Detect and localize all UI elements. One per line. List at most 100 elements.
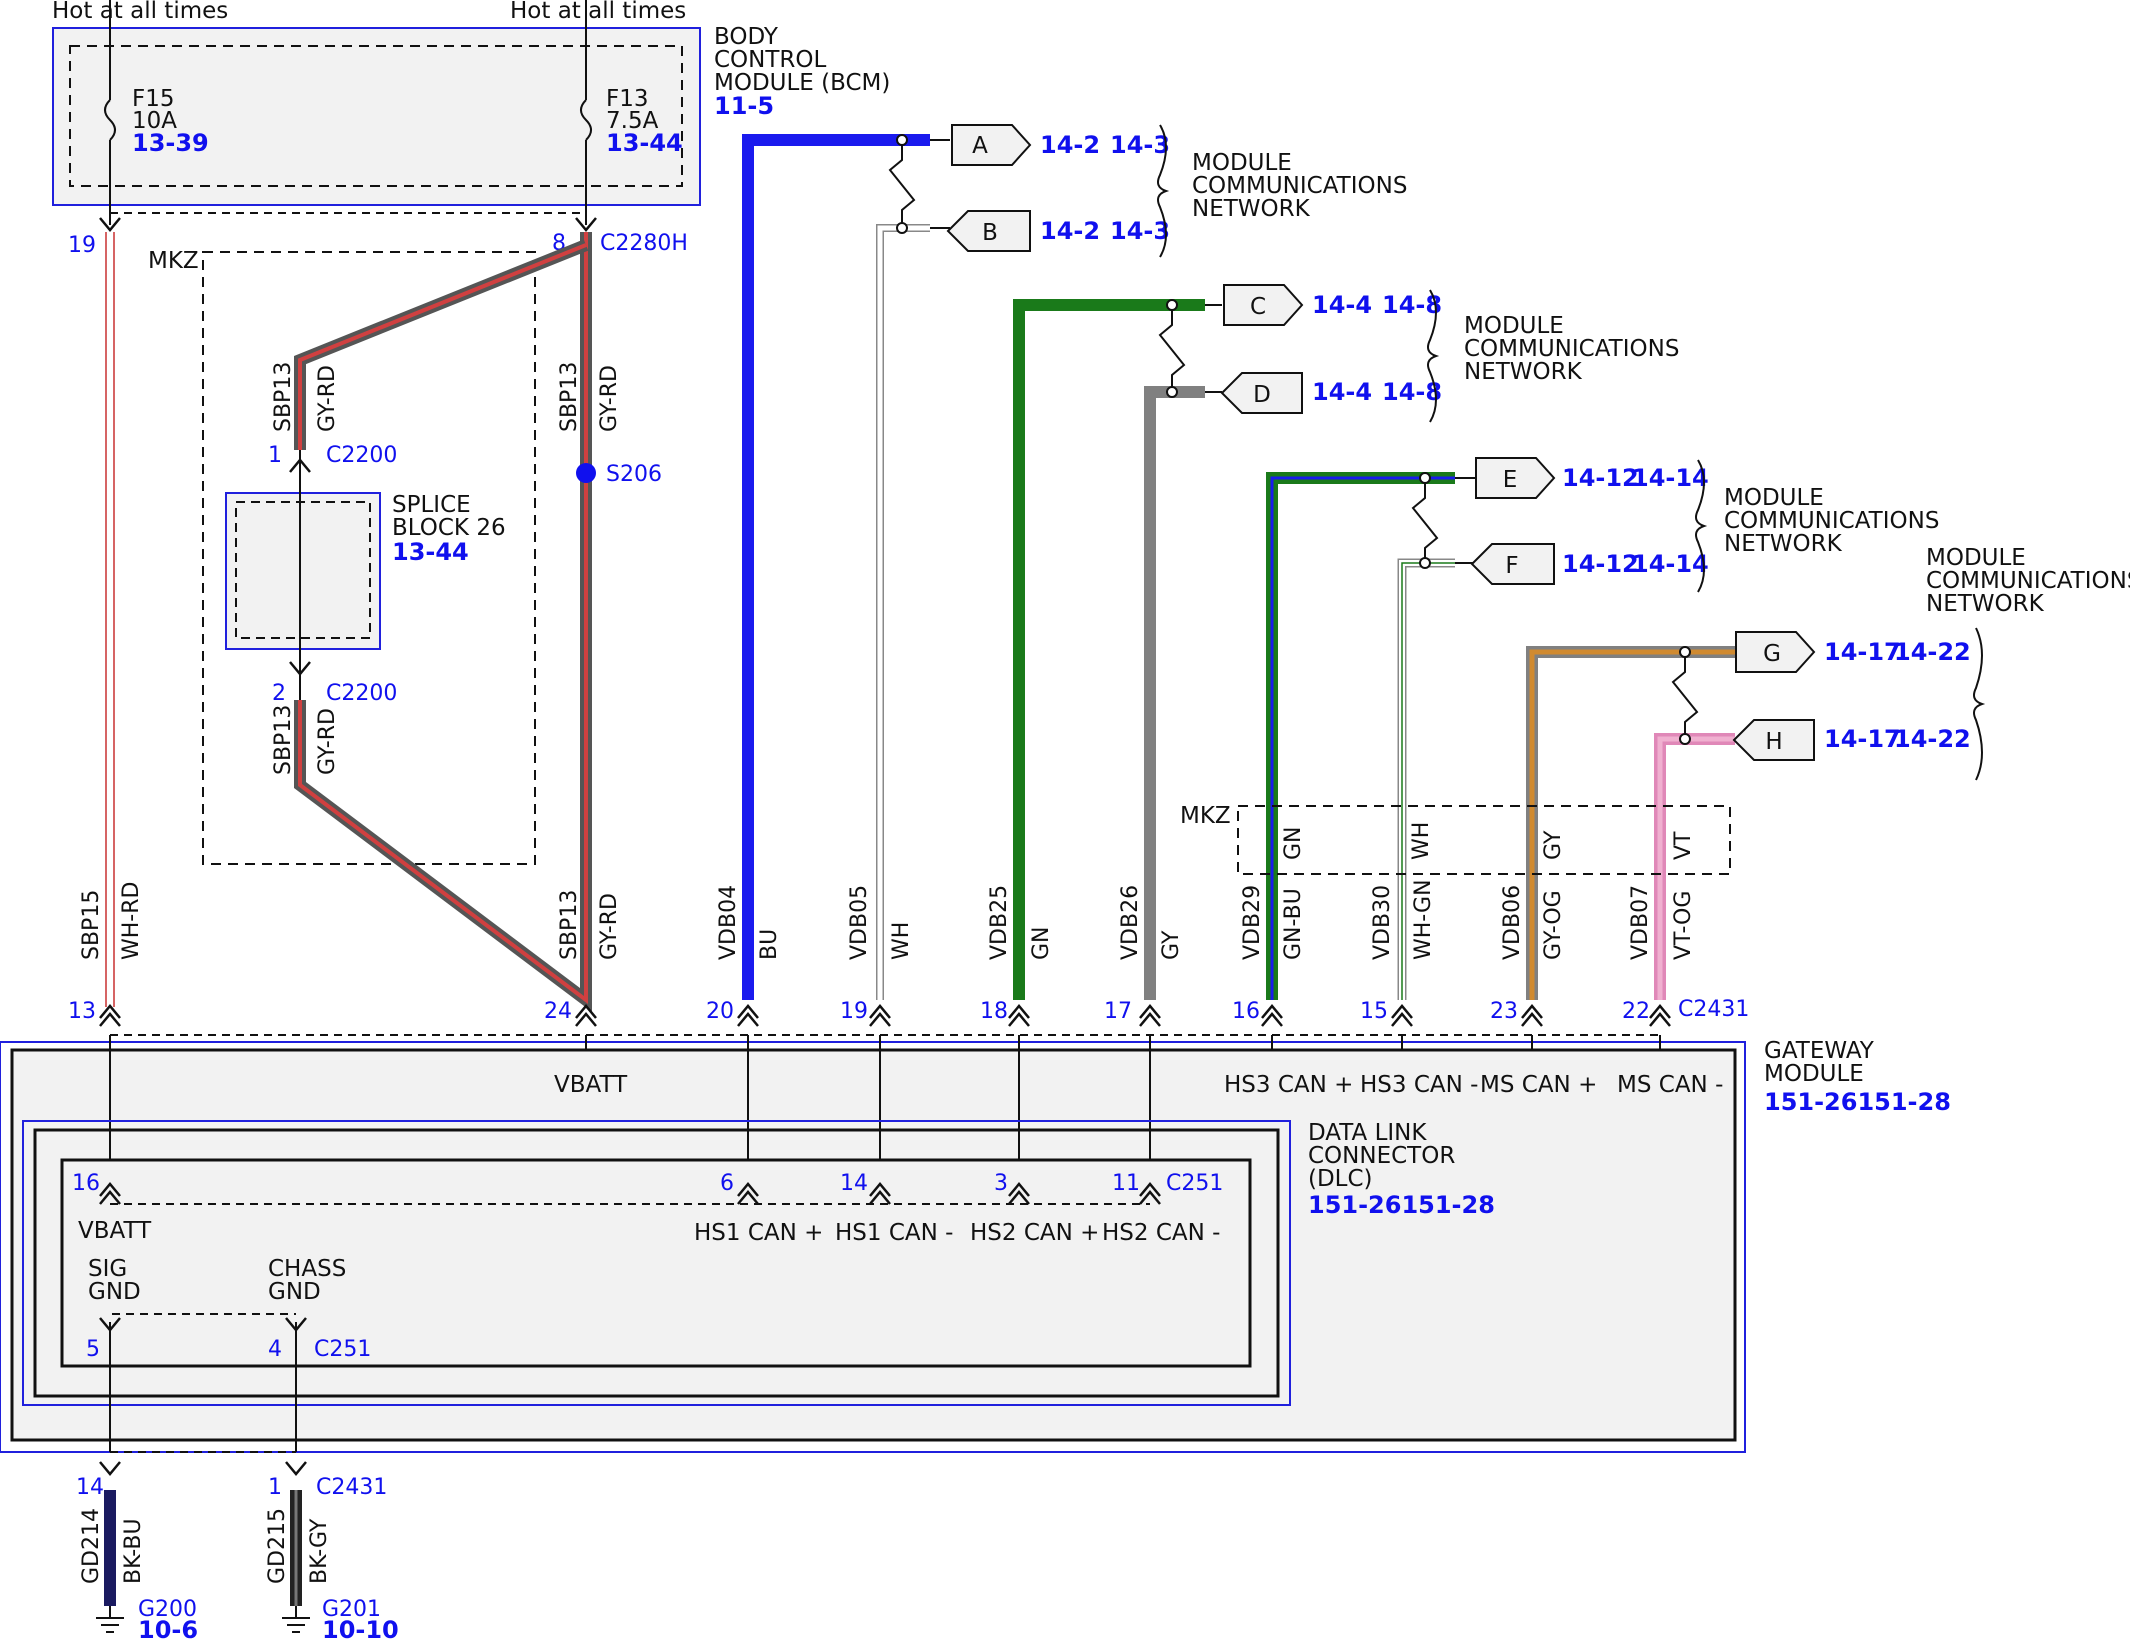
gateway-internal-wires [109, 1035, 1661, 1180]
connector-e-ref1[interactable]: 14-12 [1562, 464, 1639, 492]
wire-sbp15: SBP15 WH-RD [79, 882, 144, 960]
mkz-gn-label: GN [1281, 826, 1306, 860]
mkz-label-2: MKZ [1180, 803, 1231, 829]
connector-f-ref1[interactable]: 14-12 [1562, 550, 1639, 578]
connector-tag-d[interactable]: D [1220, 372, 1303, 414]
ground-g201: G201 [322, 1597, 381, 1622]
svg-text:B: B [982, 220, 998, 246]
gateway-ref[interactable]: 151-26151-28 [1764, 1088, 1951, 1116]
dlc-vbatt: VBATT [78, 1218, 152, 1244]
pin-2: 2 [272, 681, 286, 706]
connector-d-ref1[interactable]: 14-4 [1312, 378, 1372, 406]
svg-text:MODULE: MODULE [1464, 313, 1564, 339]
brace-gh-icon [1973, 627, 1986, 781]
ground-g200-ref[interactable]: 10-6 [138, 1616, 198, 1644]
dlc-box [33, 1128, 1280, 1398]
pin-17: 17 [1104, 999, 1132, 1024]
ground-g200-icon [96, 1606, 124, 1633]
svg-text:MODULE: MODULE [1192, 150, 1292, 176]
svg-text:VDB04: VDB04 [716, 885, 741, 960]
dlc-pin-16: 16 [72, 1171, 100, 1196]
bcm-ref[interactable]: 11-5 [714, 92, 774, 120]
connector-tag-g[interactable]: G [1735, 631, 1816, 673]
bcm-fuse-box [52, 27, 701, 206]
connector-tag-f[interactable]: F [1470, 543, 1555, 585]
connector-tag-h[interactable]: H [1732, 719, 1815, 761]
splice-block-label-2: BLOCK 26 [392, 515, 506, 541]
connector-g-ref2[interactable]: 14-22 [1894, 638, 1971, 666]
svg-text:VDB05: VDB05 [847, 885, 872, 960]
connector-h-ref2[interactable]: 14-22 [1894, 725, 1971, 753]
dlc-pin-6: 6 [720, 1171, 734, 1196]
svg-text:COMMUNICATIONS: COMMUNICATIONS [1724, 508, 1939, 534]
g14-terminal-icon [99, 1461, 121, 1476]
svg-text:BU: BU [757, 929, 782, 960]
network-label-3: MODULE COMMUNICATIONS NETWORK [1724, 485, 1939, 557]
svg-text:COMMUNICATIONS: COMMUNICATIONS [1464, 336, 1679, 362]
fuse-f13-name: F13 [606, 86, 649, 112]
splice-block-ref[interactable]: 13-44 [392, 538, 469, 566]
splice-block-26 [225, 492, 381, 650]
dlc-label-3: (DLC) [1308, 1166, 1373, 1192]
pin-1: 1 [268, 443, 282, 468]
pin-19-terminal-icon [99, 217, 121, 232]
svg-text:MODULE: MODULE [1724, 485, 1824, 511]
connector-tag-b[interactable]: B [946, 210, 1031, 252]
dlc-pin-14: 14 [840, 1171, 868, 1196]
connector-a-ref2[interactable]: 14-3 [1110, 131, 1170, 159]
svg-text:SBP15: SBP15 [79, 890, 104, 960]
network-label-1: MODULE COMMUNICATIONS NETWORK [1192, 150, 1407, 222]
wire-vdb30 [1401, 562, 1455, 1000]
svg-text:GN: GN [1029, 926, 1054, 960]
connector-tag-c[interactable]: C [1223, 284, 1304, 326]
svg-text:VT-OG: VT-OG [1671, 891, 1696, 960]
pin-16: 16 [1232, 999, 1260, 1024]
ground-pin-14: 14 [76, 1475, 104, 1500]
wire-vdb26 [1144, 386, 1205, 1000]
gateway-pin-terminals [99, 1004, 1671, 1027]
svg-text:WH-RD: WH-RD [119, 882, 144, 960]
mkz-label: MKZ [148, 248, 199, 274]
ground-g201-ref[interactable]: 10-10 [322, 1616, 399, 1644]
dlc-label-2: CONNECTOR [1308, 1143, 1455, 1169]
connector-c2431: C2431 [1678, 997, 1749, 1022]
dlc-ref[interactable]: 151-26151-28 [1308, 1191, 1495, 1219]
svg-text:NETWORK: NETWORK [1724, 531, 1843, 557]
connector-a-ref1[interactable]: 14-2 [1040, 131, 1100, 159]
bcm-label-2: CONTROL [714, 47, 827, 73]
dlc-outer [22, 1120, 1291, 1406]
mkz-box-2 [1237, 805, 1731, 875]
fuse-f13-ref[interactable]: 13-44 [606, 129, 683, 157]
svg-text:G: G [1763, 641, 1781, 667]
svg-text:WH-GN: WH-GN [1411, 879, 1436, 960]
fuse-f13-icon [580, 99, 592, 141]
connector-c-ref1[interactable]: 14-4 [1312, 291, 1372, 319]
pin-18: 18 [980, 999, 1008, 1024]
fuse-f15-icon [104, 99, 116, 141]
g1-terminal-icon [285, 1461, 307, 1476]
wire-gd214-color: BK-BU [121, 1518, 146, 1584]
mkz-vt-label: VT [1671, 831, 1696, 860]
connector-tag-e[interactable]: E [1475, 457, 1556, 499]
pin-24: 24 [544, 999, 572, 1024]
connector-d-ref2[interactable]: 14-8 [1382, 378, 1442, 406]
dlc-sig-label-2: GND [88, 1279, 141, 1305]
pin-2-terminal-icon [289, 661, 311, 676]
fuse-f15-ref[interactable]: 13-39 [132, 129, 209, 157]
connector-g-ref1[interactable]: 14-17 [1824, 638, 1901, 666]
connector-f-ref2[interactable]: 14-14 [1632, 550, 1709, 578]
connector-tag-a[interactable]: A [951, 124, 1032, 166]
gateway-label-2: MODULE [1764, 1061, 1864, 1087]
splice-block-label-1: SPLICE [392, 492, 471, 518]
ground-pin-1: 1 [268, 1475, 282, 1500]
connector-e-ref2[interactable]: 14-14 [1632, 464, 1709, 492]
gateway-hs3-can-minus: HS3 CAN - [1360, 1072, 1478, 1098]
wire-sbp13-bottom-color: GY-RD [597, 893, 622, 960]
dlc-hs1-can-minus: HS1 CAN - [835, 1220, 953, 1246]
svg-text:NETWORK: NETWORK [1926, 591, 2045, 617]
gateway-hs3-can-plus: HS3 CAN + [1224, 1072, 1353, 1098]
connector-b-ref1[interactable]: 14-2 [1040, 217, 1100, 245]
connector-h-ref1[interactable]: 14-17 [1824, 725, 1901, 753]
connector-b-ref2[interactable]: 14-3 [1110, 217, 1170, 245]
connector-c2200-a: C2200 [326, 443, 397, 468]
